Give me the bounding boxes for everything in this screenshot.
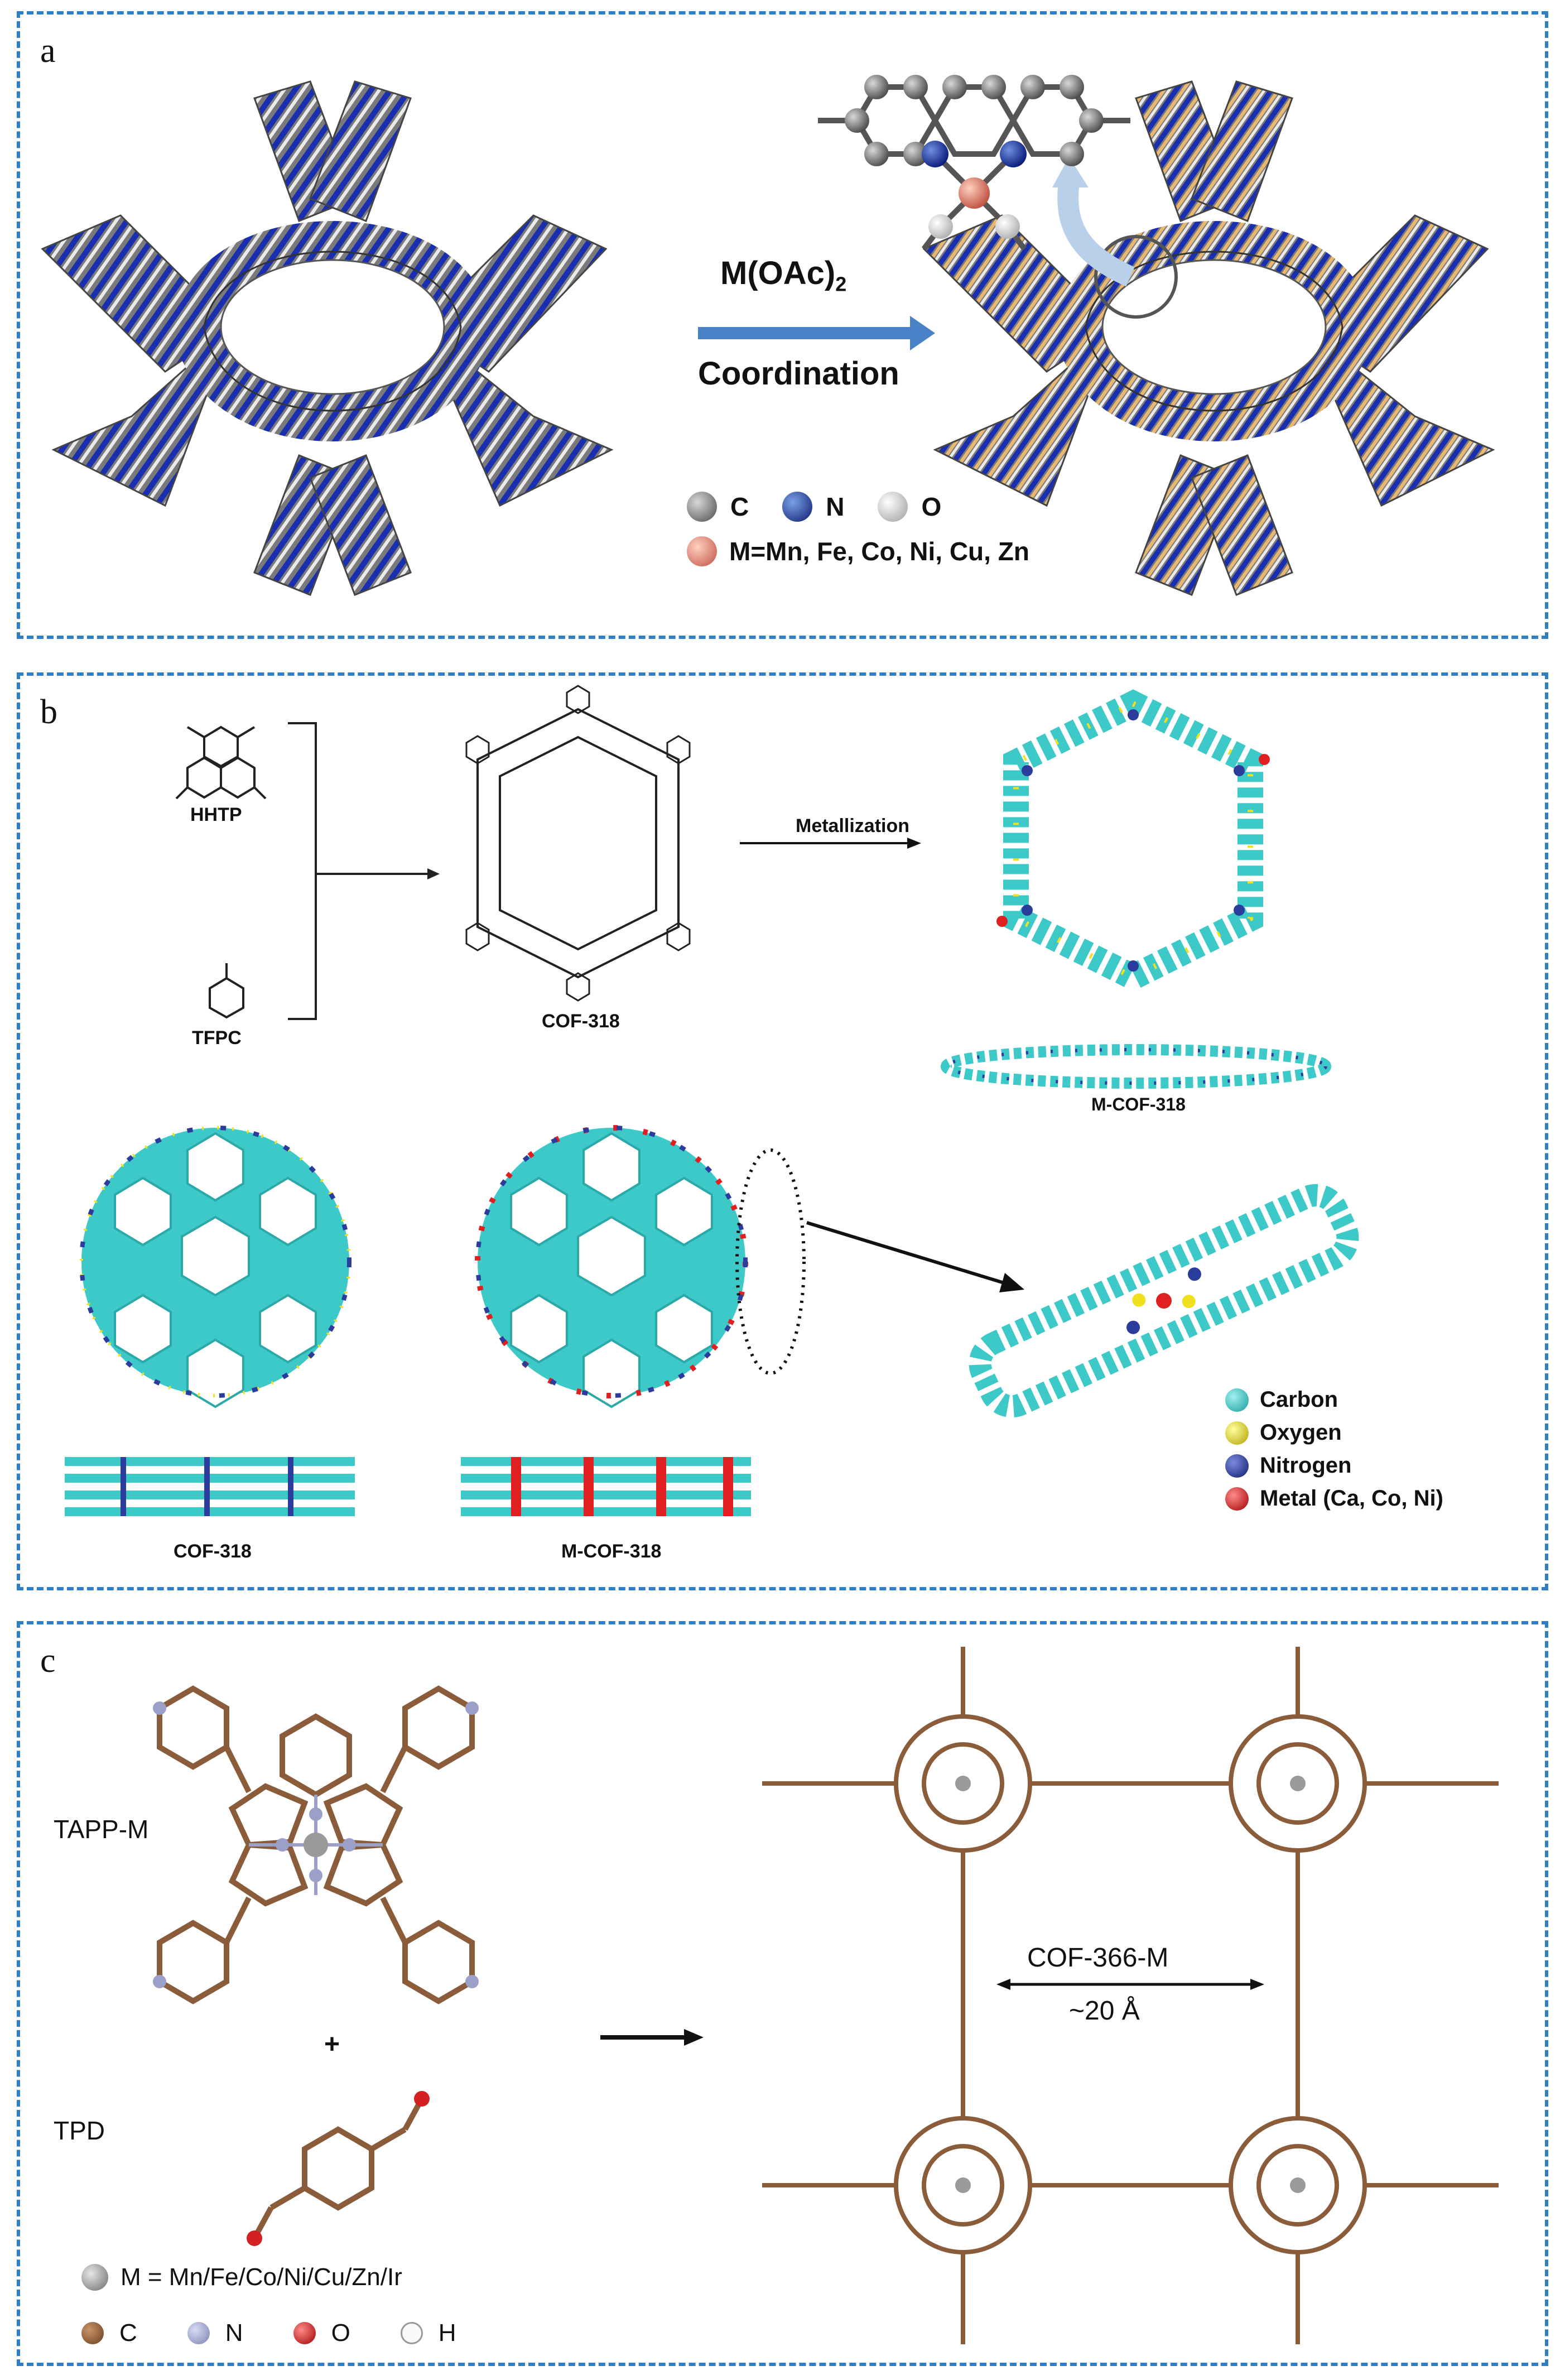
panel-c: c <box>17 1621 1548 2366</box>
reaction-bracket <box>288 722 427 1020</box>
carbon-ball-icon <box>1225 1388 1249 1412</box>
panel-c-illustration <box>153 1647 1499 2344</box>
precursor-1-label: TAPP-M <box>54 1815 149 1844</box>
tfpc-structure <box>209 963 244 1019</box>
coordination-arrow <box>698 316 935 350</box>
atom-legend: Carbon Oxygen Nitrogen Metal (Ca, Co, Ni… <box>1225 1387 1443 1511</box>
panel-b-illustration <box>65 685 1359 1516</box>
product-label: COF-366-M <box>1027 1943 1169 1973</box>
tapp-m-atoms <box>153 1701 479 1988</box>
legend-item-c: C <box>687 492 749 522</box>
nitrogen-ball-icon <box>1225 1454 1249 1478</box>
legend-item-o: O <box>878 492 941 522</box>
oxygen-ball-icon <box>878 492 908 522</box>
precursor-2-label: TPD <box>54 2116 105 2145</box>
panel-b: b <box>17 672 1548 1590</box>
panel-a: a <box>17 11 1548 639</box>
legend-metal: Metal (Ca, Co, Ni) <box>1225 1486 1443 1511</box>
metal-ball-icon <box>81 2264 108 2291</box>
zoom-circle <box>1094 235 1178 319</box>
element-legend: C N O H <box>81 2319 456 2347</box>
legend-carbon: Carbon <box>1225 1387 1443 1412</box>
m-cof-318-ring <box>996 689 1270 992</box>
m-cof-318-label-bottom: M-COF-318 <box>561 1541 662 1562</box>
panel-letter: a <box>40 32 56 70</box>
legend-h: H <box>400 2319 456 2347</box>
cof-framework-left <box>41 80 614 596</box>
m-cof-318-side-view <box>941 1044 1331 1089</box>
oxygen-ball-icon <box>1225 1421 1249 1445</box>
legend-n: N <box>187 2319 243 2347</box>
cof-366-m-lattice <box>762 1647 1499 2344</box>
arrow-bottom-label: Coordination <box>698 355 899 392</box>
selection-ellipse <box>735 1148 806 1375</box>
stack-m-cof-318 <box>461 1457 751 1516</box>
zoomed-molecule <box>969 1184 1359 1418</box>
tpd-structure <box>252 2097 425 2240</box>
monomer-2-label: TFPC <box>192 1027 242 1049</box>
arrow-top-label: M(OAc)2 <box>720 255 847 296</box>
panel-letter: c <box>40 1642 56 1680</box>
monomer-1-label: HHTP <box>190 804 242 825</box>
inset-atoms <box>845 75 1104 239</box>
cof-318-label: COF-318 <box>542 1011 620 1032</box>
cof-318-label-bottom: COF-318 <box>174 1541 252 1562</box>
cof-framework-right <box>922 80 1495 596</box>
metal-ball-icon <box>687 536 717 566</box>
m-cof-318-label-top: M-COF-318 <box>1091 1094 1186 1114</box>
honeycomb-cof-318 <box>79 1126 351 1408</box>
metal-legend: M = Mn/Fe/Co/Ni/Cu/Zn/Ir <box>81 2263 402 2291</box>
stack-cof-318 <box>65 1457 355 1516</box>
legend-c: C <box>81 2319 137 2347</box>
legend-oxygen: Oxygen <box>1225 1420 1443 1445</box>
panel-letter: b <box>40 693 57 731</box>
honeycomb-m-cof-318 <box>475 1125 806 1408</box>
metal-ball-icon <box>1225 1487 1249 1511</box>
carbon-ball-icon <box>81 2322 104 2344</box>
plus-sign: + <box>324 2030 340 2059</box>
legend-item-n: N <box>782 492 844 522</box>
zoom-arrow <box>1057 180 1135 287</box>
legend-o: O <box>293 2319 350 2347</box>
panel-a-illustration <box>41 75 1495 596</box>
hydrogen-ball-icon <box>400 2322 423 2344</box>
oxygen-ball-icon <box>293 2322 316 2344</box>
hhtp-structure <box>175 725 267 800</box>
carbon-ball-icon <box>687 492 717 522</box>
pore-size-label: ~20 Å <box>1069 1996 1140 2026</box>
element-legend: C N O <box>687 492 941 522</box>
nitrogen-ball-icon <box>782 492 813 522</box>
metal-legend: M=Mn, Fe, Co, Ni, Cu, Zn <box>687 536 1029 566</box>
metallization-label: Metallization <box>796 815 910 836</box>
legend-nitrogen: Nitrogen <box>1225 1453 1443 1478</box>
nitrogen-ball-icon <box>187 2322 210 2344</box>
cof-318-structure <box>465 685 691 1002</box>
